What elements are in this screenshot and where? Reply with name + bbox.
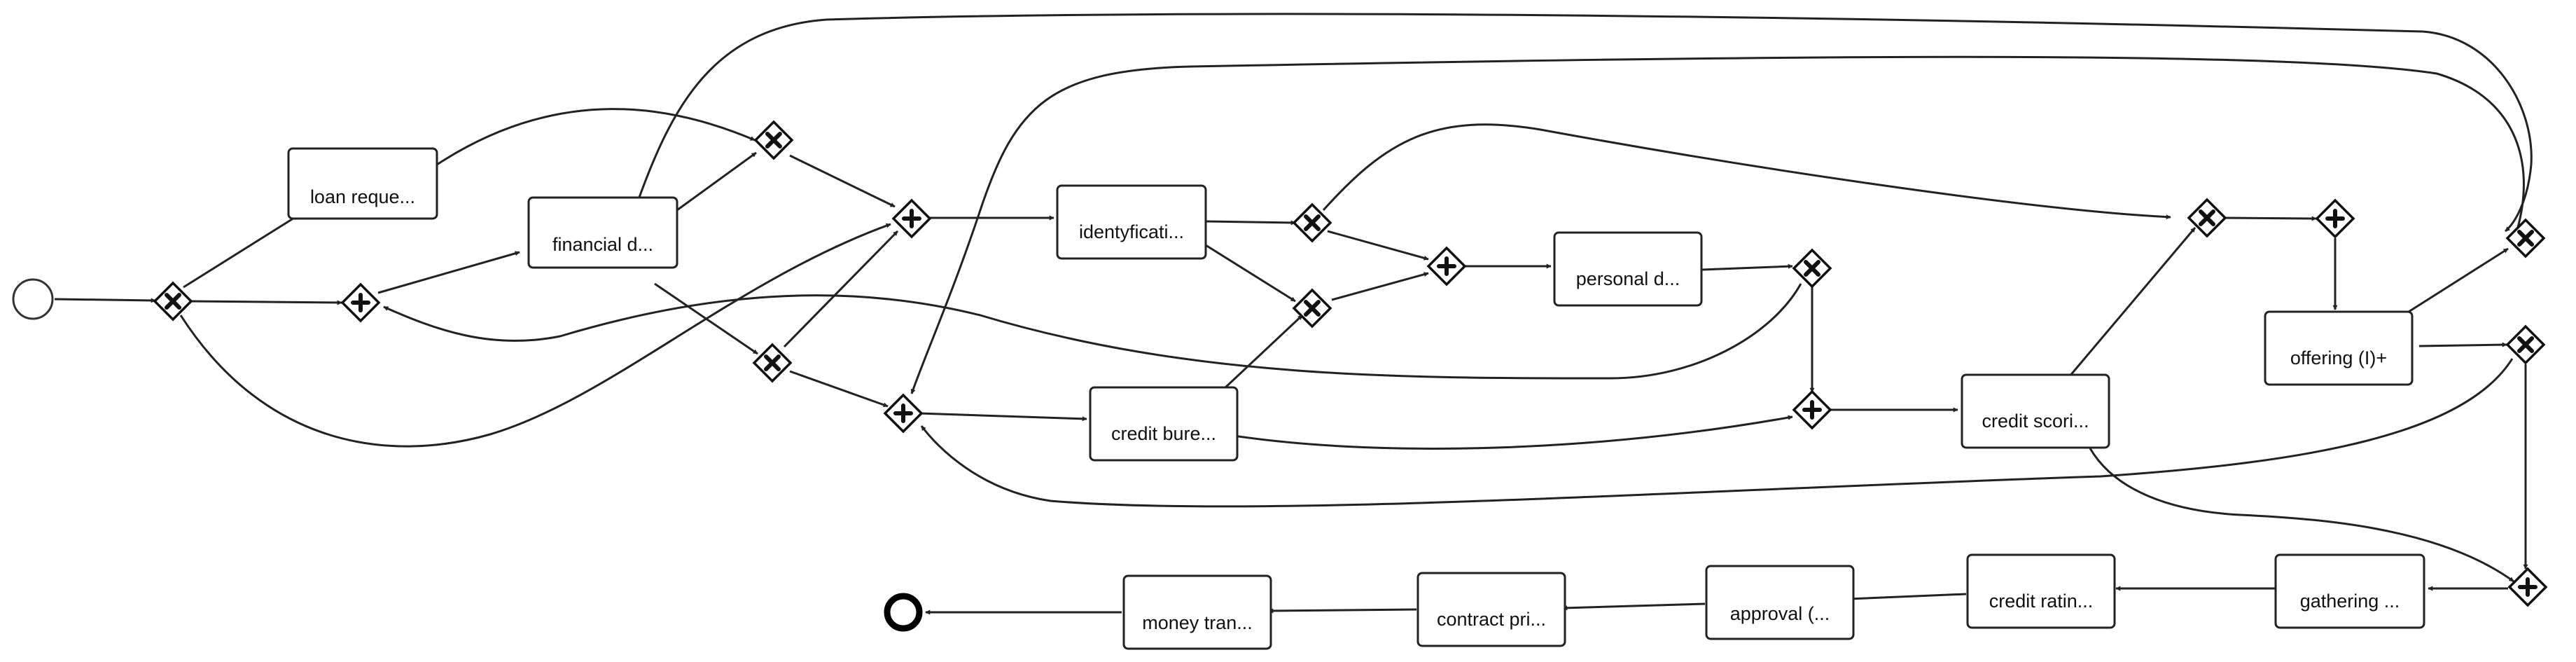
task-credit-scoring-label: credit scori... [1982, 411, 2089, 432]
task-credit-scoring[interactable]: credit scori... [1961, 373, 2110, 449]
exclusive-gateway-g1[interactable] [153, 281, 193, 322]
flow-offer-gx9 [2408, 247, 2509, 313]
task-approval[interactable]: approval (... [1705, 565, 1855, 640]
task-gathering-label: gathering ... [2300, 591, 2400, 612]
flow-contract-money [1268, 608, 1417, 614]
flow-fin-gx3 [654, 282, 758, 355]
flow-gx4-p4 [1327, 230, 1429, 261]
flow-fin-gx9 [636, 13, 2533, 233]
task-contract-printing-label: contract pri... [1437, 609, 1546, 630]
exclusive-gateway-gx6[interactable] [1792, 248, 1832, 289]
flow-p3-credbur [918, 412, 1087, 422]
flow-gx2-p2 [789, 154, 896, 208]
task-credit-bureau-label: credit bure... [1111, 423, 1216, 444]
x-icon [2517, 336, 2534, 353]
x-icon [1304, 300, 1321, 317]
flow-pers-gx6 [1701, 263, 1793, 271]
flow-credbur-p5 [1233, 415, 1793, 450]
parallel-gateway-p1[interactable] [340, 282, 381, 323]
parallel-gateway-p2[interactable] [891, 198, 932, 239]
parallel-gateway-p4[interactable] [1426, 246, 1467, 287]
task-approval-label: approval (... [1730, 603, 1830, 624]
task-credit-bureau[interactable]: credit bure... [1089, 386, 1239, 462]
task-loan-request[interactable]: loan reque... [287, 147, 438, 220]
flow-gx3-p2 [783, 230, 899, 348]
flow-g1-p1 [190, 300, 342, 305]
flow-offer-gx8 [2418, 342, 2507, 347]
flow-loan-gx2 [436, 108, 756, 166]
flow-start-g1 [54, 298, 156, 303]
exclusive-gateway-gx3[interactable] [752, 343, 793, 383]
task-identification-label: identyficati... [1079, 221, 1184, 242]
flow-credbur-gx5 [1223, 314, 1304, 390]
exclusive-gateway-gx5[interactable] [1292, 288, 1332, 329]
plus-icon [1802, 400, 1822, 420]
x-icon [165, 293, 181, 310]
task-personal-data[interactable]: personal d... [1553, 231, 1703, 307]
task-financial-data-label: financial d... [552, 234, 653, 255]
end-event[interactable] [884, 593, 923, 632]
flow-p1-fin [377, 251, 520, 294]
task-contract-printing[interactable]: contract pri... [1416, 572, 1566, 647]
task-offering[interactable]: offering (I)+ [2264, 310, 2414, 386]
gateways [153, 120, 2548, 607]
exclusive-gateway-gx2[interactable] [753, 120, 794, 160]
start-event[interactable] [12, 278, 54, 320]
sequence-flows [54, 13, 2533, 615]
exclusive-gateway-gx4[interactable] [1292, 202, 1332, 243]
flow-crate-approv [1848, 593, 1967, 602]
plus-icon [902, 209, 921, 228]
flow-ident-gx4 [1205, 220, 1296, 226]
flow-gx3-p3 [789, 370, 889, 408]
task-identification[interactable]: identyficati... [1056, 184, 1207, 260]
plus-icon [2518, 577, 2537, 597]
flow-g1-p2 [179, 223, 891, 448]
task-offering-label: offering (I)+ [2290, 347, 2387, 368]
flow-fin-gx2 [671, 151, 757, 215]
parallel-gateway-p5[interactable] [1792, 389, 1832, 430]
flow-credsc-gx7 [2068, 227, 2196, 378]
flow-gx5-p4 [1331, 272, 1429, 301]
task-money-transfer[interactable]: money tran... [1122, 574, 1272, 650]
flow-approv-contract [1562, 602, 1706, 611]
exclusive-gateway-gx8[interactable] [2505, 324, 2546, 365]
x-icon [1804, 260, 1820, 277]
flow-gx8-p3 [920, 358, 2514, 508]
task-gathering[interactable]: gathering ... [2274, 553, 2425, 629]
parallel-gateway-p3[interactable] [883, 393, 924, 434]
parallel-gateway-p6[interactable] [2315, 198, 2355, 239]
task-credit-rating-label: credit ratin... [1989, 591, 2094, 612]
plus-icon [893, 404, 913, 423]
task-loan-request-label: loan reque... [310, 186, 415, 207]
task-credit-rating[interactable]: credit ratin... [1966, 553, 2116, 629]
parallel-gateway-p7[interactable] [2507, 567, 2548, 607]
task-personal-data-label: personal d... [1576, 268, 1680, 289]
plus-icon [2325, 209, 2345, 228]
x-icon [2199, 209, 2215, 226]
plus-icon [1437, 256, 1456, 276]
flow-gx6-p1 [383, 283, 1802, 380]
exclusive-gateway-gx7[interactable] [2187, 198, 2227, 238]
x-icon [764, 354, 781, 371]
task-money-transfer-label: money tran... [1142, 612, 1253, 633]
flow-g1-loan [183, 214, 298, 289]
x-icon [2517, 230, 2534, 247]
exclusive-gateway-gx9[interactable] [2505, 218, 2546, 258]
plus-icon [351, 293, 370, 312]
x-icon [1304, 214, 1321, 231]
flow-gx9-p3 [910, 55, 2525, 394]
flow-gx7-p6 [2223, 216, 2317, 221]
task-financial-data[interactable]: financial d... [527, 196, 678, 269]
flow-ident-gx5 [1205, 244, 1296, 303]
flow-gx4-p6 [1322, 123, 2171, 220]
flow-credsc-p7 [2089, 448, 2514, 583]
x-icon [765, 132, 782, 149]
